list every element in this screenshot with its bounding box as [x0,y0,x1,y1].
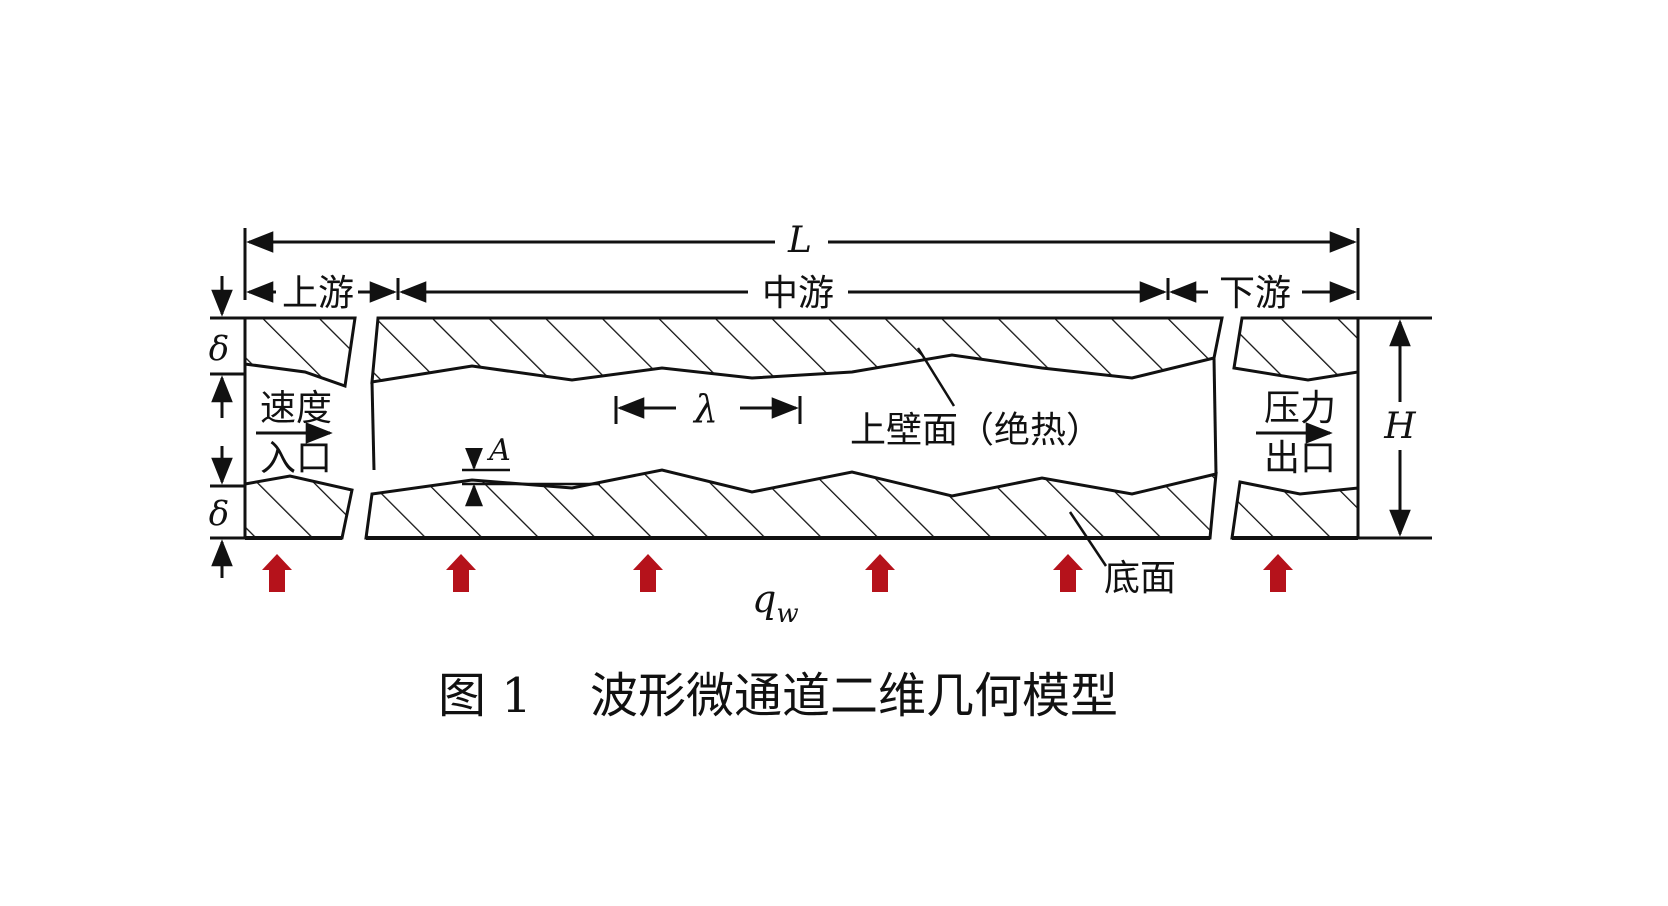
downstream-bottom-wall [1230,480,1360,540]
inlet-label-line2: 入口 [260,438,332,479]
figure-caption: 波形微通道二维几何模型 [590,668,1118,724]
heat-flux-arrow [1053,554,1083,592]
height-dimension [1358,316,1432,540]
heat-flux-label: qw [752,577,799,629]
outlet-label-line1: 压力 [1264,388,1336,429]
inlet-label-line1: 速度 [260,388,332,429]
heat-flux-arrow [865,554,895,592]
outlet-label-line2: 出口 [1264,438,1336,479]
wall-thickness-dimension [210,276,245,578]
downstream-top-wall [1232,316,1360,382]
upstream-bottom-wall [243,474,354,540]
heat-flux-arrow [1263,554,1293,592]
bottom-surface-label: 底面 [1104,558,1176,599]
midstream-section [364,316,1224,540]
heat-flux-arrow [262,554,292,592]
heat-flux-label-main: q [752,577,776,621]
upstream-top-wall [243,316,357,389]
heat-flux-arrows [262,554,1293,592]
amplitude-dimension [462,447,600,507]
bottom-wall [364,468,1218,540]
bottom-surface-leader-line [1068,511,1108,567]
heat-flux-label-sub: w [776,599,798,629]
upstream-label: 上游 [282,273,354,314]
delta-bottom-label: δ [209,494,229,534]
top-wall-label: 上壁面（绝热） [850,410,1102,451]
downstream-section [1230,316,1360,540]
wavelength-dimension [614,396,802,424]
midstream-label: 中游 [762,273,834,314]
downstream-label: 下游 [1219,273,1291,314]
amplitude-label: A [486,433,511,468]
top-wall-leader-line [916,347,956,407]
length-label: L [787,220,812,261]
height-label: H [1383,406,1416,447]
delta-top-label: δ [209,329,229,369]
upper-wall [370,316,1224,384]
segment-dimension [246,278,1357,303]
heat-flux-arrow [446,554,476,592]
upstream-section [243,316,357,540]
figure-number: 图 1 [438,668,532,724]
length-dimension [243,228,1360,300]
heat-flux-arrow [633,554,663,592]
wavelength-label: λ [692,387,718,431]
